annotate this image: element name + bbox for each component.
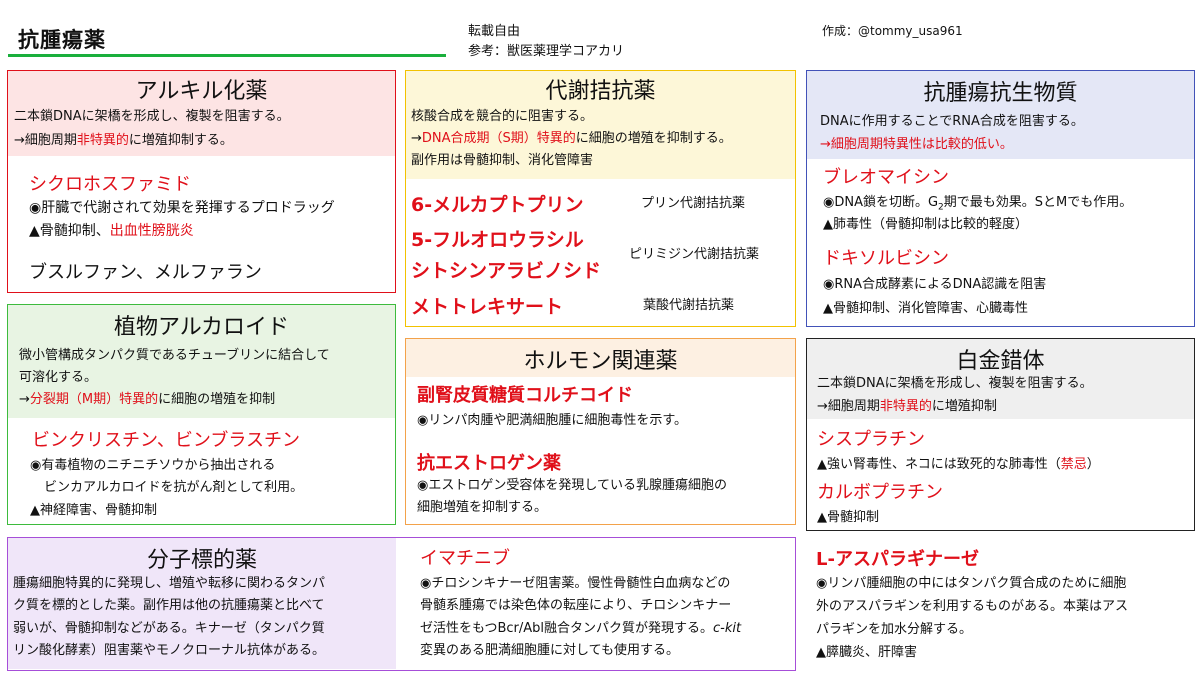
reprint-note: 転載自由 [468, 24, 521, 39]
antibiotic-desc-2: →細胞周期特異性は比較的低い。 [820, 137, 1013, 152]
drug-cisplatin: シスプラチン [817, 429, 925, 450]
drug-imatinib: イマチニブ [420, 548, 510, 569]
antitumor-antibiotics-box: 抗腫瘍抗生物質 DNAに作用することでRNA合成を阻害する。 →細胞周期特異性は… [806, 70, 1195, 327]
doxorubicin-side-effects: ▲骨髄抑制、消化管障害、心臓毒性 [823, 301, 1028, 316]
drug-6-mercaptopurine: 6-メルカプトプリン [411, 194, 584, 216]
vinca-note-2: ビンカアルカロイドを抗がん剤として利用。 [44, 480, 304, 495]
pyrimidine-class-label: ピリミジン代謝拮抗薬 [629, 247, 760, 262]
antiestrogen-note-2: 細胞増殖を抑制する。 [417, 500, 548, 515]
bleomycin-side-effects: ▲肺毒性（骨髄抑制は比較的軽度） [823, 217, 1028, 232]
vinca-side-effects: ▲神経障害、骨髄抑制 [30, 503, 157, 518]
asparaginase-note-3: パラギンを加水分解する。 [816, 622, 973, 637]
drug-glucocorticoid: 副腎皮質糖質コルチコイド [417, 385, 633, 406]
carboplatin-side-effects: ▲骨髄抑制 [817, 510, 879, 525]
drug-bleomycin: ブレオマイシン [823, 167, 949, 188]
alkylating-agents-header [8, 71, 395, 156]
imatinib-note-2: 骨髄系腫瘍では染色体の転座により、チロシンキナー [420, 598, 732, 613]
asparaginase-note-1: ◉リンパ腫細胞の中にはタンパク質合成のために細胞 [816, 576, 1127, 591]
folate-class-label: 葉酸代謝拮抗薬 [643, 298, 735, 313]
drug-vincristine-vinblastine: ビンクリスチン、ビンブラスチン [32, 430, 301, 451]
glucocorticoid-note: ◉リンパ肉腫や肥満細胞腫に細胞毒性を示す。 [417, 413, 688, 428]
plant-desc-1: 微小管構成タンパク質であるチューブリンに結合して [19, 348, 330, 363]
antitumor-antibiotics-title: 抗腫瘍抗生物質 [923, 81, 1078, 106]
drug-doxorubicin: ドキソルビシン [823, 248, 949, 269]
antibiotic-desc-1: DNAに作用することでRNA合成を阻害する。 [820, 114, 1084, 129]
antimetab-desc-1: 核酸合成を競合的に阻害する。 [411, 109, 594, 124]
plant-desc-2: 可溶化する。 [19, 370, 98, 385]
molecular-targeted-panel [8, 538, 396, 669]
hormone-drugs-header [406, 339, 795, 377]
antiestrogen-note-1: ◉エストロゲン受容体を発現している乳腺腫瘍細胞の [417, 478, 727, 493]
cyclophosphamide-side-effects: ▲骨髄抑制、出血性膀胱炎 [29, 223, 194, 239]
antimetab-desc-3: 副作用は骨髄抑制、消化管障害 [411, 153, 594, 168]
bleomycin-note: ◉DNA鎖を切断。G2期で最も効果。SとMでも作用。 [823, 195, 1133, 213]
antimetabolites-box: 代謝拮抗薬 核酸合成を競合的に阻害する。 →DNA合成期（S期）特異的に細胞の増… [405, 70, 796, 327]
asparaginase-note-2: 外のアスパラギンを利用するものがある。本薬はアス [816, 599, 1129, 614]
alkylating-desc-1: 二本鎖DNAに架橋を形成し、複製を阻害する。 [14, 109, 290, 124]
hormone-drugs-title: ホルモン関連薬 [523, 349, 678, 374]
platinum-desc-2: →細胞周期非特異的に増殖抑制 [817, 399, 997, 414]
antimetabolites-title: 代謝拮抗薬 [545, 79, 656, 104]
platinum-compounds-title: 白金錯体 [956, 349, 1045, 374]
nonspecific-emphasis: 非特異的 [76, 133, 129, 148]
drug-5-fluorouracil: 5-フルオロウラシル [411, 229, 584, 251]
drug-cyclophosphamide: シクロホスファミド [29, 174, 191, 195]
vinca-note-1: ◉有毒植物のニチニチソウから抽出される [30, 458, 276, 473]
title-underline [8, 54, 446, 57]
plant-alkaloids-header [8, 305, 395, 418]
drug-cytarabine: シトシンアラビノシド [411, 260, 602, 282]
cisplatin-side-effects: ▲強い腎毒性、ネコには致死的な肺毒性（禁忌） [817, 457, 1100, 472]
drug-antiestrogen: 抗エストロゲン薬 [417, 453, 561, 474]
asparaginase-side-effects: ▲膵臓炎、肝障害 [816, 645, 917, 660]
hormone-drugs-box: ホルモン関連薬 副腎皮質糖質コルチコイド ◉リンパ肉腫や肥満細胞腫に細胞毒性を示… [405, 338, 796, 525]
drug-carboplatin: カルボプラチン [817, 482, 943, 503]
purine-class-label: プリン代謝拮抗薬 [641, 196, 746, 211]
imatinib-note-3: ゼ活性をもつBcr/Abl融合タンパク質が発現する。c-kit [420, 621, 742, 636]
plant-alkaloids-title: 植物アルカロイド [113, 315, 290, 340]
antimetab-desc-2: →DNA合成期（S期）特異的に細胞の増殖を抑制する。 [411, 131, 732, 146]
doxorubicin-note: ◉RNA合成酵素によるDNA認識を阻害 [823, 277, 1047, 292]
plant-desc-3: →分裂期（M期）特異的に細胞の増殖を抑制 [19, 392, 276, 407]
molecular-desc-4: リン酸化酵素）阻害薬やモノクローナル抗体がある。 [13, 643, 326, 658]
reference-note: 参考：獣医薬理学コアカリ [468, 44, 625, 59]
imatinib-note-4: 変異のある肥満細胞腫に対しても使用する。 [420, 643, 679, 658]
imatinib-note-1: ◉チロシンキナーゼ阻害薬。慢性骨髄性白血病などの [420, 576, 731, 591]
platinum-desc-1: 二本鎖DNAに架橋を形成し、複製を阻害する。 [817, 376, 1093, 391]
molecular-targeted-title: 分子標的薬 [146, 548, 257, 573]
page-title: 抗腫瘍薬 [18, 28, 106, 52]
drug-busulfan-melphalan: ブスルファン、メルファラン [29, 262, 262, 283]
cyclophosphamide-note: ◉肝臓で代謝されて効果を発揮するプロドラッグ [29, 200, 335, 216]
molecular-desc-3: 弱いが、骨髄抑制などがある。キナーゼ（タンパク質 [13, 621, 325, 636]
drug-l-asparaginase: L-アスパラギナーゼ [816, 549, 979, 570]
alkylating-desc-2: →細胞周期非特異的に増殖抑制する。 [14, 133, 233, 148]
alkylating-agents-box: アルキル化薬 二本鎖DNAに架橋を形成し、複製を阻害する。 →細胞周期非特異的に… [7, 70, 396, 293]
plant-alkaloids-box: 植物アルカロイド 微小管構成タンパク質であるチューブリンに結合して 可溶化する。… [7, 304, 396, 525]
molecular-targeted-box: 分子標的薬 腫瘍細胞特異的に発現し、増殖や転移に関わるタンパ ク質を標的とした薬… [7, 537, 796, 671]
antitumor-antibiotics-header [807, 71, 1194, 159]
alkylating-agents-title: アルキル化薬 [135, 79, 268, 104]
platinum-compounds-header [807, 339, 1194, 419]
molecular-desc-1: 腫瘍細胞特異的に発現し、増殖や転移に関わるタンパ [13, 576, 326, 591]
antimetabolites-header [406, 71, 795, 179]
molecular-desc-2: ク質を標的とした薬。副作用は他の抗腫瘍薬と比べて [13, 598, 325, 613]
author-credit: 作成：@tommy_usa961 [822, 24, 963, 38]
platinum-compounds-box: 白金錯体 二本鎖DNAに架橋を形成し、複製を阻害する。 →細胞周期非特異的に増殖… [806, 338, 1195, 531]
drug-methotrexate: メトトレキサート [411, 296, 564, 318]
